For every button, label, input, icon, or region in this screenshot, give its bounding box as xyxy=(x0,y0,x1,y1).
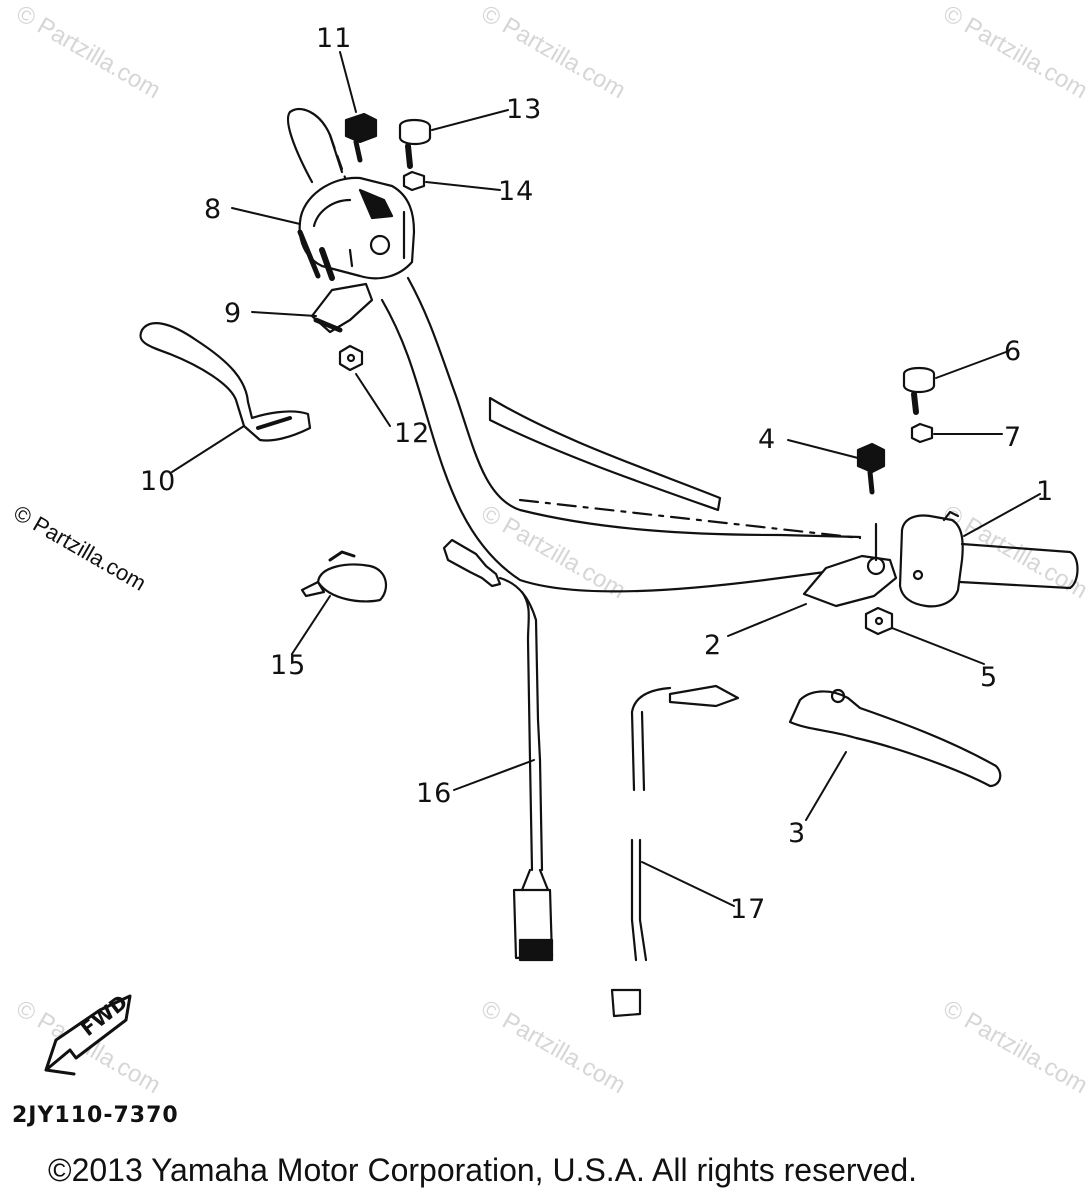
clamp-15 xyxy=(300,550,388,603)
left-lever xyxy=(139,322,312,442)
callout-6: 6 xyxy=(1004,336,1023,367)
right-lever xyxy=(788,688,1002,788)
leader-lines xyxy=(171,51,1041,907)
cable-16 xyxy=(442,538,554,962)
nut-5 xyxy=(864,606,894,636)
callout-1: 1 xyxy=(1036,476,1055,507)
callout-17: 17 xyxy=(730,894,767,925)
callout-8: 8 xyxy=(204,194,223,225)
callout-14: 14 xyxy=(498,176,535,207)
callout-11: 11 xyxy=(316,23,353,54)
callout-10: 10 xyxy=(140,466,177,497)
left-lever-bracket xyxy=(310,282,374,334)
callout-4: 4 xyxy=(758,424,777,455)
nut-7 xyxy=(910,422,934,444)
bolt-4 xyxy=(856,442,886,495)
callout-12: 12 xyxy=(394,418,431,449)
callout-9: 9 xyxy=(224,298,243,329)
right-lever-bracket xyxy=(802,522,898,608)
nut-12 xyxy=(338,344,364,372)
callout-13: 13 xyxy=(506,94,543,125)
callout-3: 3 xyxy=(788,818,807,849)
right-switch-housing xyxy=(898,510,1079,608)
callout-16: 16 xyxy=(416,778,453,809)
copyright-notice: ©2013 Yamaha Motor Corporation, U.S.A. A… xyxy=(48,1152,918,1188)
callout-15: 15 xyxy=(270,650,307,681)
nut-14 xyxy=(402,170,426,192)
bolt-11 xyxy=(344,112,378,163)
callout-5: 5 xyxy=(980,662,999,693)
cable-17 xyxy=(610,684,740,1018)
handlebar xyxy=(287,107,862,593)
callout-2: 2 xyxy=(704,630,723,661)
callout-7: 7 xyxy=(1004,422,1023,453)
left-switch-housing xyxy=(297,176,416,281)
bolt-6 xyxy=(902,366,936,415)
bolt-13 xyxy=(398,118,432,169)
diagram-code: 2JY110-7370 xyxy=(12,1103,179,1128)
forward-arrow xyxy=(44,994,132,1076)
